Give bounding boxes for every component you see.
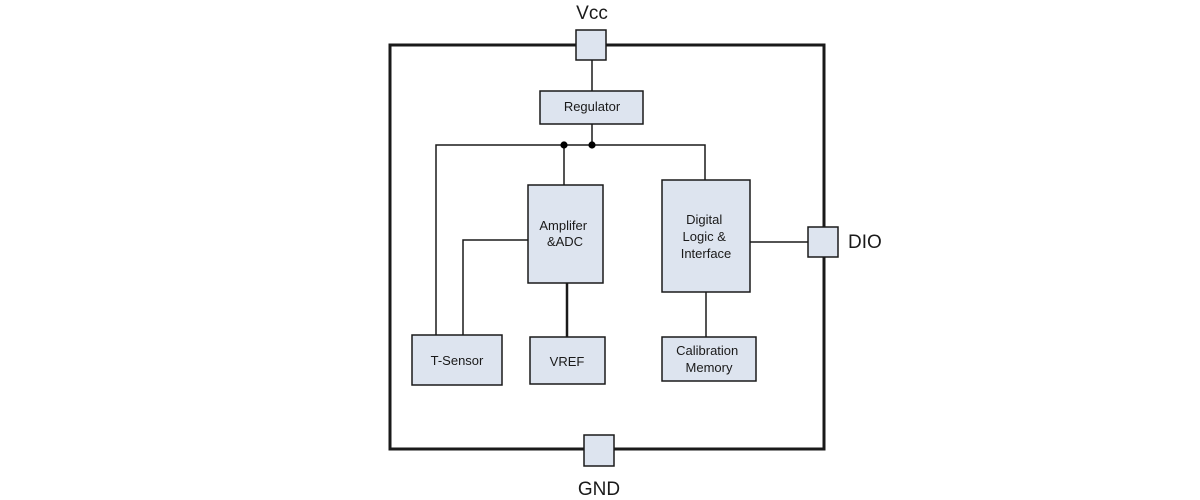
wires — [435, 60, 808, 337]
dio-pin-label: DIO — [848, 232, 882, 253]
amplifier-adc-block: Amplifer &ADC — [527, 184, 604, 284]
junction-dot — [588, 141, 596, 149]
t-sensor-label: T-Sensor — [431, 353, 484, 368]
wire-tsensor-amplifier — [462, 239, 528, 335]
calibration-memory-label: Calibration Memory — [676, 343, 742, 375]
regulator-label: Regulator — [564, 99, 621, 114]
wire-power-bus — [435, 144, 706, 335]
vcc-pin — [575, 29, 607, 61]
digital-logic-interface-label: Digital Logic & Interface — [681, 212, 732, 261]
junction-dot — [560, 141, 568, 149]
digital-logic-interface-block: Digital Logic & Interface — [661, 179, 751, 293]
t-sensor-block: T-Sensor — [411, 334, 503, 386]
dio-pin — [807, 226, 839, 258]
amplifier-adc-label: Amplifer &ADC — [539, 218, 590, 249]
vref-block: VREF — [529, 336, 606, 385]
gnd-pin — [583, 434, 615, 467]
vcc-pin-label: Vcc — [576, 3, 608, 24]
regulator-block: Regulator — [539, 90, 644, 125]
gnd-pin-label: GND — [578, 479, 620, 500]
calibration-memory-block: Calibration Memory — [661, 336, 757, 382]
vref-label: VREF — [550, 354, 585, 369]
